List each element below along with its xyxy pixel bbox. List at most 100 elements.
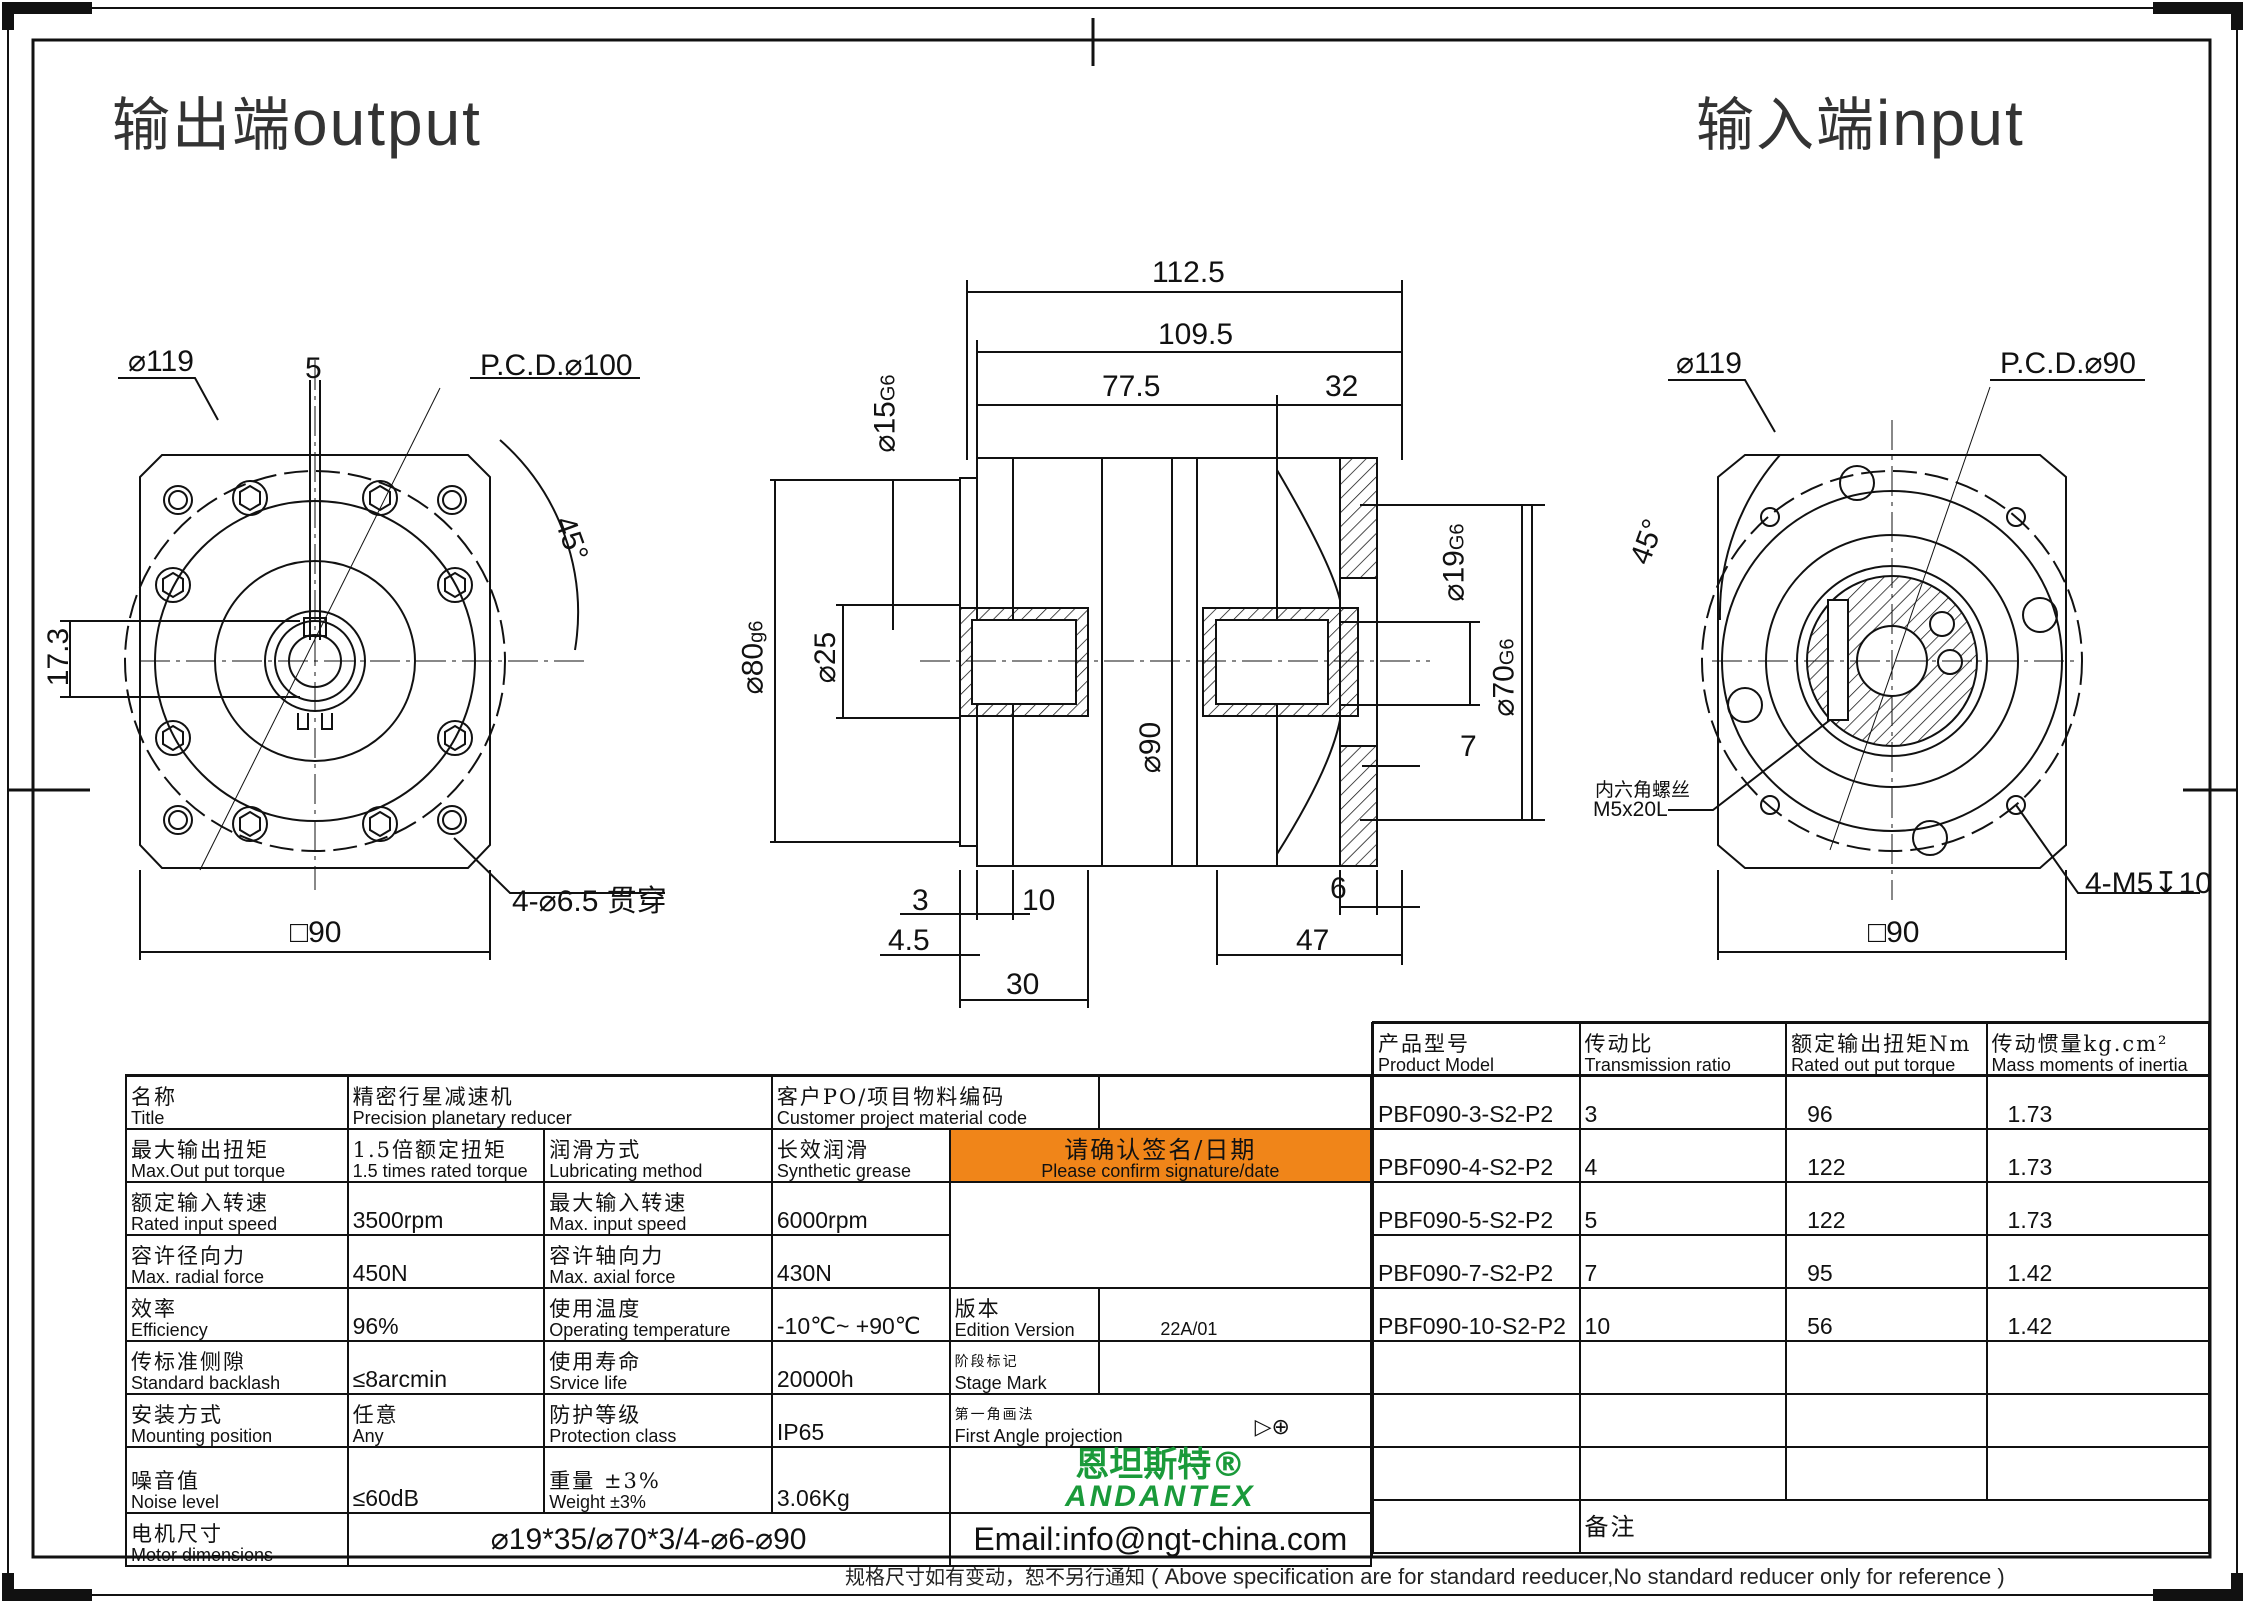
- projection-symbol-icon: ▷⊕: [1254, 1414, 1290, 1439]
- corner-mark: [2, 2, 92, 30]
- spec-noise-value: ≤60dB: [346, 1446, 546, 1514]
- corner-mark: [2, 1573, 92, 1601]
- remark-cell[interactable]: 备注: [1578, 1499, 2211, 1554]
- spec-temp-value: -10℃~ +90℃: [770, 1287, 951, 1342]
- spec-weight-value: 3.06Kg: [770, 1446, 951, 1514]
- spec-motor-value: ⌀19*35/⌀70*3/4-⌀6-⌀90: [346, 1512, 951, 1567]
- dim-47: 47: [1296, 924, 1330, 957]
- dim-left-key-height: 17.3: [42, 627, 76, 687]
- table-row: [1372, 1393, 2211, 1448]
- output-title-zh: 输出端: [112, 91, 293, 159]
- spec-eff-value: 96%: [346, 1287, 546, 1342]
- torque-cell: 122: [1785, 1128, 1988, 1183]
- corner-mark: [2153, 2, 2243, 30]
- output-title-en: output: [292, 87, 482, 159]
- output-title: 输出端output: [112, 78, 482, 162]
- table-row: PBF090-7-S2-P2 7 95 1.42: [1372, 1234, 2211, 1289]
- mounting-hole: [163, 485, 467, 835]
- spec-rated-speed-value: 3500rpm: [346, 1181, 546, 1236]
- table-row: PBF090-5-S2-P2 5 122 1.73: [1372, 1181, 2211, 1236]
- model-cell: PBF090-5-S2-P2: [1372, 1181, 1581, 1236]
- screw-label-zh: 内六角螺丝: [1595, 779, 1691, 801]
- torque-cell: 56: [1785, 1287, 1988, 1342]
- model-cell: PBF090-7-S2-P2: [1372, 1234, 1581, 1289]
- dim-right-holes: 4-M5↧10: [2085, 867, 2212, 900]
- input-title-en: input: [1876, 87, 2025, 159]
- output-view: [60, 360, 665, 960]
- table-row: PBF090-3-S2-P2 3 96 1.73: [1372, 1075, 2211, 1130]
- spec-axial-value: 430N: [770, 1234, 951, 1289]
- dim-4-5: 4.5: [888, 924, 930, 957]
- input-hole: [1727, 465, 2058, 856]
- dim-10: 10: [1022, 884, 1056, 917]
- dim-left-outer-dia: ⌀119: [128, 345, 194, 378]
- table-row: [1372, 1340, 2211, 1395]
- company-logo: 恩坦斯特®ANDANTEX: [948, 1446, 1373, 1514]
- ratio-cell: 7: [1578, 1234, 1788, 1289]
- footer-note-en: ( Above specification are for standard r…: [1151, 1564, 2005, 1589]
- stage-value[interactable]: [1098, 1340, 1372, 1395]
- ratio-cell: 10: [1578, 1287, 1788, 1342]
- remark-row: 备注: [1372, 1499, 2211, 1554]
- dim-left-square: □90: [290, 916, 342, 949]
- spec-max-speed-value: 6000rpm: [770, 1181, 951, 1236]
- side-view: [770, 280, 1545, 1008]
- dim-left-key-width: 5: [305, 352, 322, 385]
- dim-right-square: □90: [1868, 916, 1920, 949]
- model-cell: PBF090-10-S2-P2: [1372, 1287, 1581, 1342]
- input-view: [1668, 379, 2200, 960]
- contact-email[interactable]: Email:info@ngt-china.com: [948, 1512, 1373, 1567]
- dim-hub-dia: ⌀25: [809, 631, 843, 684]
- table-row: [1372, 1446, 2211, 1501]
- screw-label: M5x20L: [1593, 798, 1668, 821]
- inertia-cell: 1.73: [1985, 1128, 2211, 1183]
- input-title-zh: 输入端: [1696, 91, 1877, 159]
- spec-backlash-value: ≤8arcmin: [346, 1340, 546, 1395]
- dim-right-outer-dia: ⌀119: [1676, 347, 1742, 380]
- corner-mark: [2153, 1573, 2243, 1601]
- signature-area[interactable]: [948, 1181, 1373, 1289]
- input-title: 输入端input: [1696, 78, 2025, 162]
- table-row: PBF090-4-S2-P2 4 122 1.73: [1372, 1128, 2211, 1183]
- model-cell: PBF090-4-S2-P2: [1372, 1128, 1581, 1183]
- table-row: PBF090-10-S2-P2 10 56 1.42: [1372, 1287, 2211, 1342]
- spec-protect-value: IP65: [770, 1393, 951, 1448]
- spec-life-value: 20000h: [770, 1340, 951, 1395]
- dim-shaft-dia: ⌀15G6: [868, 374, 902, 453]
- inertia-cell: 1.73: [1985, 1075, 2211, 1130]
- inertia-cell: 1.42: [1985, 1287, 2211, 1342]
- dim-body-length: 109.5: [1158, 318, 1234, 351]
- torque-cell: 122: [1785, 1181, 1988, 1236]
- dim-pilot-dia: ⌀80g6: [736, 620, 770, 695]
- dim-overall-length: 112.5: [1152, 256, 1225, 289]
- edition-value: 22A/01: [1098, 1287, 1372, 1342]
- dim-gap-7: 7: [1460, 730, 1477, 763]
- spec-customer-value[interactable]: [1098, 1075, 1372, 1130]
